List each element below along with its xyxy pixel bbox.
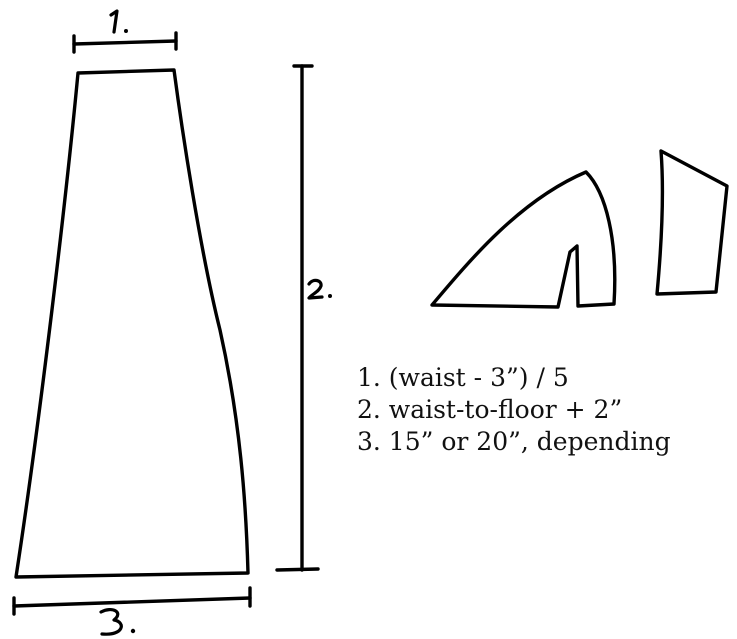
waist-marker-glyph [109, 9, 128, 34]
waist-dimension-bracket [72, 31, 178, 54]
legend-item-length: 2. waist-to-floor + 2” [357, 395, 623, 424]
legend-item-hem: 3. 15” or 20”, depending [357, 427, 671, 456]
legend-item-waist: 1. (waist - 3”) / 5 [357, 363, 569, 392]
measurement-legend: 1. (waist - 3”) / 5 2. waist-to-floor + … [357, 362, 671, 458]
length-marker-glyph [307, 278, 332, 300]
hem-marker-glyph [99, 607, 136, 636]
skirt-gore-panel [14, 68, 250, 579]
hem-dimension-bracket [12, 586, 252, 616]
shoe-shaped-gusset-piece [430, 170, 617, 309]
trapezoid-piece [655, 149, 729, 296]
length-dimension-bracket [275, 64, 320, 572]
